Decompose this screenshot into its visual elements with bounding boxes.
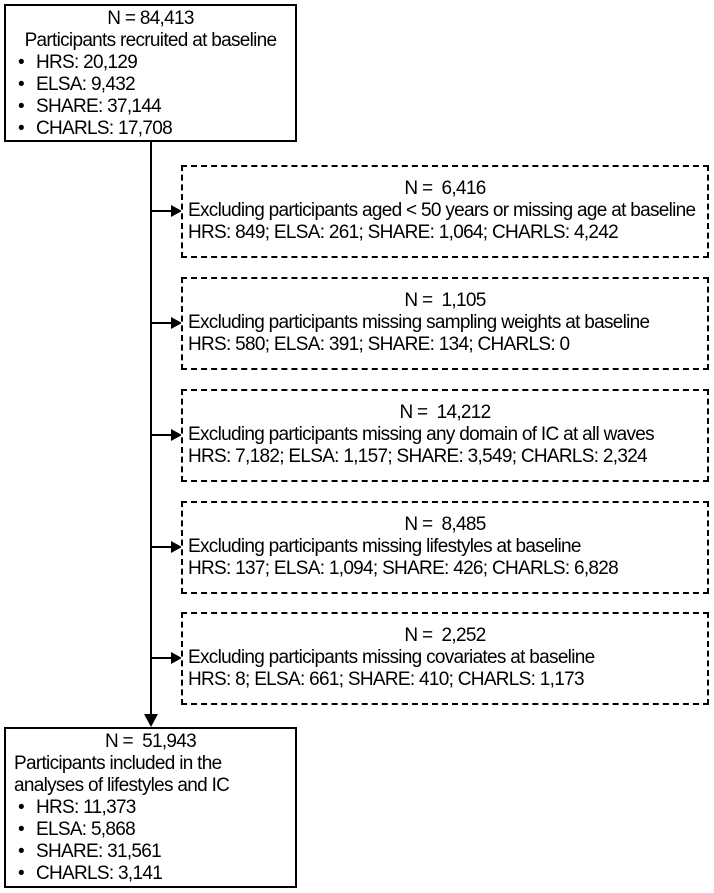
exclusion-box-ic-domains: N = 14,212 Excluding participants missin…	[181, 389, 709, 482]
list-item: • ELSA: 5,868	[14, 819, 287, 841]
exclusion-n-label: N = 6,416	[404, 178, 486, 199]
arrow-right-icon	[171, 541, 182, 553]
bullet-icon: •	[18, 52, 25, 73]
cohort-count: ELSA: 5,868	[36, 819, 136, 840]
cohort-count: CHARLS: 3,141	[36, 863, 163, 884]
list-item: • SHARE: 37,144	[14, 96, 287, 118]
list-item: • SHARE: 31,561	[14, 841, 287, 863]
list-item: • HRS: 20,129	[14, 52, 287, 74]
bullet-icon: •	[18, 96, 25, 117]
cohort-count: SHARE: 31,561	[36, 841, 162, 862]
recruited-n-label: N = 84,413	[107, 8, 194, 29]
connector-line	[152, 322, 172, 324]
connector-line	[152, 434, 172, 436]
exclusion-n-label: N = 2,252	[404, 625, 486, 646]
exclusion-description: Excluding participants missing lifestyle…	[188, 536, 581, 557]
exclusion-n-label: N = 14,212	[399, 402, 491, 423]
cohort-count: SHARE: 37,144	[36, 96, 162, 117]
list-item: • HRS: 11,373	[14, 797, 287, 819]
cohort-count: ELSA: 9,432	[36, 74, 136, 95]
cohort-count: HRS: 20,129	[36, 52, 138, 73]
bullet-icon: •	[18, 797, 25, 818]
exclusion-box-sampling-weights: N = 1,105 Excluding participants missing…	[181, 277, 709, 370]
included-analyses-box: N = 51,943 Participants included in the …	[4, 727, 297, 888]
list-item: • CHARLS: 17,708	[14, 118, 287, 140]
bullet-icon: •	[18, 74, 25, 95]
connector-line	[152, 210, 172, 212]
exclusion-breakdown: HRS: 849; ELSA: 261; SHARE: 1,064; CHARL…	[188, 222, 619, 243]
exclusion-description: Excluding participants missing any domai…	[188, 424, 655, 445]
flow-spine-line	[150, 142, 152, 715]
list-item: • CHARLS: 3,141	[14, 863, 287, 885]
bullet-icon: •	[18, 841, 25, 862]
exclusion-box-lifestyles: N = 8,485 Excluding participants missing…	[181, 501, 709, 594]
connector-line	[152, 546, 172, 548]
exclusion-box-covariates: N = 2,252 Excluding participants missing…	[181, 612, 709, 705]
list-item: • ELSA: 9,432	[14, 74, 287, 96]
connector-line	[152, 657, 172, 659]
exclusion-breakdown: HRS: 580; ELSA: 391; SHARE: 134; CHARLS:…	[188, 334, 570, 355]
included-n-label: N = 51,943	[104, 731, 197, 752]
cohort-count: CHARLS: 17,708	[36, 118, 173, 139]
exclusion-breakdown: HRS: 7,182; ELSA: 1,157; SHARE: 3,549; C…	[188, 446, 648, 467]
exclusion-n-label: N = 1,105	[404, 290, 486, 311]
cohort-count: HRS: 11,373	[36, 797, 136, 818]
bullet-icon: •	[18, 118, 25, 139]
exclusion-n-label: N = 8,485	[404, 514, 486, 535]
exclusion-description: Excluding participants missing sampling …	[188, 312, 650, 333]
recruited-baseline-box: N = 84,413 Participants recruited at bas…	[4, 4, 297, 142]
exclusion-box-age: N = 6,416 Excluding participants aged < …	[181, 165, 709, 258]
arrow-right-icon	[171, 205, 182, 217]
arrow-down-icon	[144, 714, 158, 727]
arrow-right-icon	[171, 317, 182, 329]
exclusion-description: Excluding participants missing covariate…	[188, 647, 595, 668]
bullet-icon: •	[18, 863, 25, 884]
recruited-description: Participants recruited at baseline	[24, 30, 278, 51]
arrow-right-icon	[171, 652, 182, 664]
exclusion-breakdown: HRS: 8; ELSA: 661; SHARE: 410; CHARLS: 1…	[188, 669, 585, 690]
exclusion-description: Excluding participants aged < 50 years o…	[188, 200, 696, 221]
bullet-icon: •	[18, 819, 25, 840]
arrow-right-icon	[171, 429, 182, 441]
included-description: Participants included in the analyses of…	[14, 753, 230, 796]
exclusion-breakdown: HRS: 137; ELSA: 1,094; SHARE: 426; CHARL…	[188, 558, 619, 579]
